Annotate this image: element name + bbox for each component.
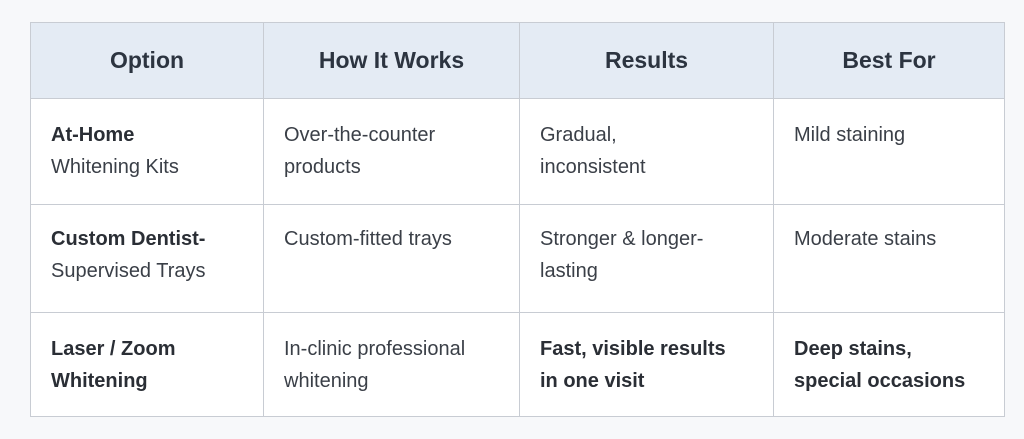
cell-results: Fast, visible results in one visit	[519, 312, 774, 417]
how-line: Over-the-counter	[284, 124, 436, 146]
best-for-line: Mild staining	[794, 124, 906, 146]
cell-how-it-works: Over-the-counter products	[263, 98, 520, 205]
how-line: Custom-fitted trays	[284, 228, 452, 250]
comparison-table-container: Option How It Works Results Best For At-…	[30, 22, 1005, 417]
results-line: lasting	[540, 260, 598, 282]
option-name-line: At-Home	[51, 124, 135, 146]
cell-how-it-works: In-clinic professional whitening	[263, 312, 520, 417]
results-line: Stronger & longer-	[540, 228, 704, 250]
header-option: Option	[30, 22, 264, 99]
table-row: At-Home Whitening Kits Over-the-counter …	[30, 98, 1005, 205]
cell-option: Custom Dentist- Supervised Trays	[30, 204, 264, 313]
option-name-line: Whitening Kits	[51, 156, 179, 178]
header-how-it-works: How It Works	[263, 22, 520, 99]
results-line: Fast, visible results	[540, 338, 726, 360]
cell-option: Laser / Zoom Whitening	[30, 312, 264, 417]
option-name-line: Whitening	[51, 370, 148, 392]
best-for-line: Moderate stains	[794, 228, 937, 250]
cell-option: At-Home Whitening Kits	[30, 98, 264, 205]
how-line: products	[284, 156, 361, 178]
cell-best-for: Mild staining	[773, 98, 1005, 205]
how-line: In-clinic professional	[284, 338, 466, 360]
cell-best-for: Moderate stains	[773, 204, 1005, 313]
table-header-row: Option How It Works Results Best For	[30, 22, 1005, 99]
cell-best-for: Deep stains, special occasions	[773, 312, 1005, 417]
best-for-line: Deep stains,	[794, 338, 912, 360]
best-for-line: special occasions	[794, 370, 966, 392]
results-line: in one visit	[540, 370, 645, 392]
option-name-line: Custom Dentist-	[51, 228, 206, 250]
table-row: Laser / Zoom Whitening In-clinic profess…	[30, 312, 1005, 417]
results-line: inconsistent	[540, 156, 646, 178]
table-row: Custom Dentist- Supervised Trays Custom-…	[30, 204, 1005, 313]
how-line: whitening	[284, 370, 369, 392]
cell-how-it-works: Custom-fitted trays	[263, 204, 520, 313]
option-name-line: Supervised Trays	[51, 260, 206, 282]
header-best-for: Best For	[773, 22, 1005, 99]
results-line: Gradual,	[540, 124, 617, 146]
header-results: Results	[519, 22, 774, 99]
cell-results: Gradual, inconsistent	[519, 98, 774, 205]
cell-results: Stronger & longer- lasting	[519, 204, 774, 313]
option-name-line: Laser / Zoom	[51, 338, 176, 360]
teeth-whitening-comparison-table: Option How It Works Results Best For At-…	[30, 22, 1005, 417]
